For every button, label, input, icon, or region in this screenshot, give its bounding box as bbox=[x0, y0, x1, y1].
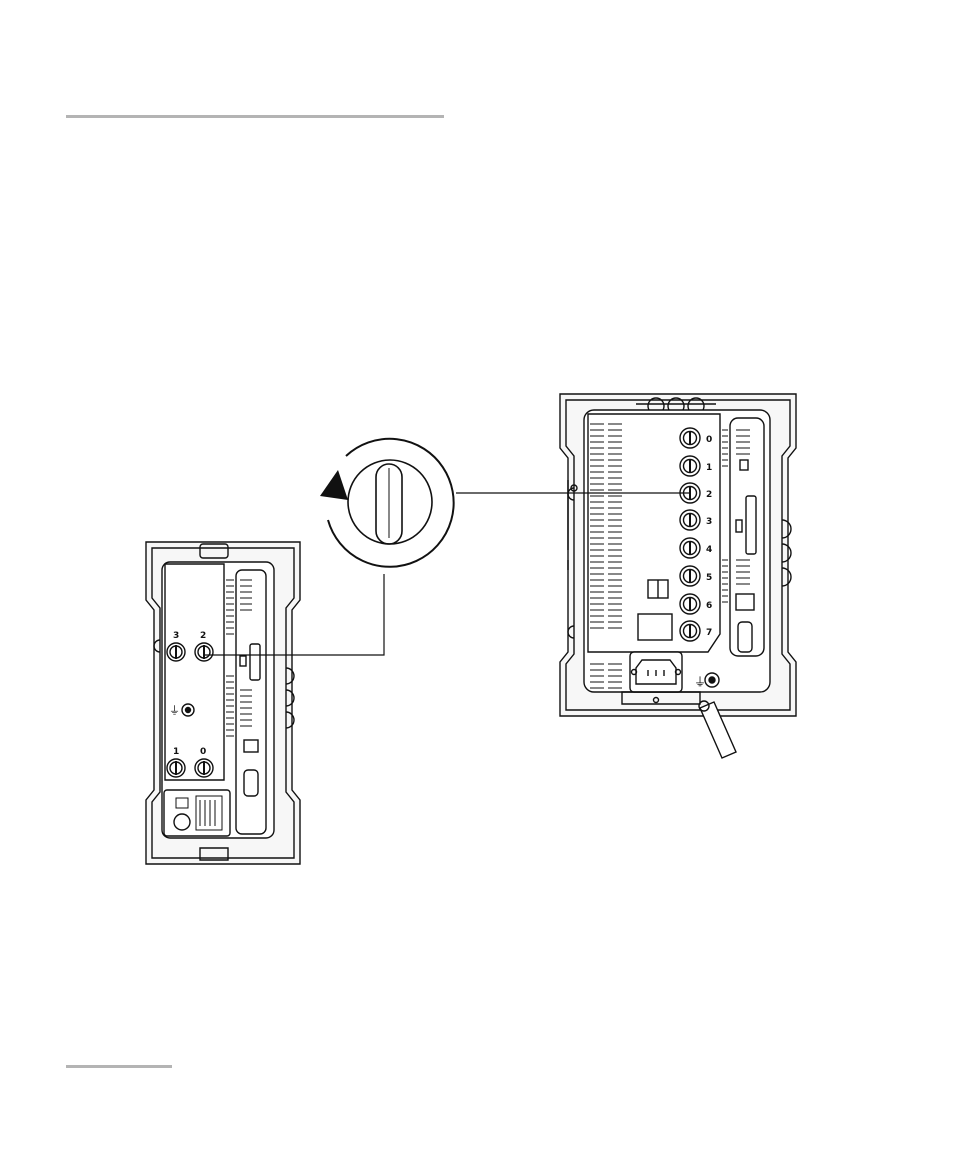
large-unit-port-label-2: 2 bbox=[706, 490, 712, 500]
large-unit-port-label-7: 7 bbox=[706, 628, 712, 638]
footer-rule bbox=[66, 1065, 172, 1068]
large-unit-port-label-4: 4 bbox=[706, 545, 712, 555]
large-unit-ground-symbol: ⏚ bbox=[694, 675, 706, 689]
large-unit-port-label-5: 5 bbox=[706, 573, 712, 583]
small-unit-port-label-3: 3 bbox=[173, 631, 179, 641]
large-unit-port-label-0: 0 bbox=[706, 435, 712, 445]
small-unit-port-label-2: 2 bbox=[200, 631, 206, 641]
large-unit-port-label-6: 6 bbox=[706, 601, 712, 611]
small-unit-ground-symbol: ⏚ bbox=[169, 704, 180, 717]
large-unit-port-label-3: 3 bbox=[706, 517, 712, 527]
large-unit-port-label-1: 1 bbox=[706, 463, 712, 473]
large-unit-rear-view bbox=[560, 394, 796, 758]
small-unit-port-label-0: 0 bbox=[200, 747, 206, 757]
small-unit-port-label-1: 1 bbox=[173, 747, 179, 757]
small-unit-rear-view bbox=[146, 542, 300, 864]
